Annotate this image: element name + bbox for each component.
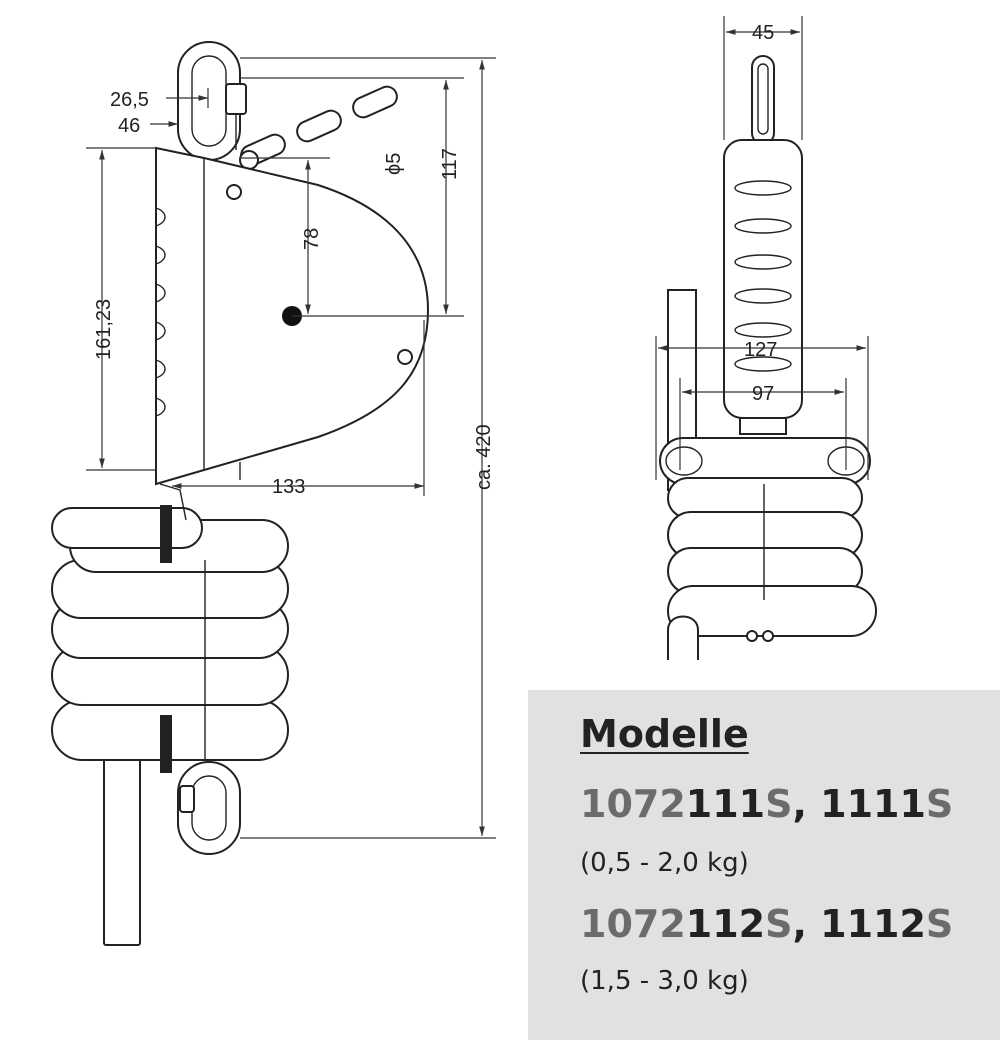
bottom-hook <box>177 761 241 855</box>
front-dimension-lines <box>655 16 869 480</box>
dim-label-127: 127 <box>744 339 777 361</box>
coiled-hose <box>51 483 289 946</box>
dim-label-133: 133 <box>272 476 305 498</box>
dim-label-ca-420: ca. 420 <box>473 424 495 490</box>
model-suffix: S <box>765 782 793 826</box>
dim-label-26-5: 26,5 <box>110 89 149 111</box>
dim-label-117: 117 <box>439 148 461 180</box>
safety-chain <box>239 85 398 170</box>
dim-label-46: 46 <box>118 115 140 137</box>
model-number: 112 <box>685 902 766 946</box>
side-view: 26,5 46 161,23 78 117 ϕ5 133 ca. 420 <box>51 41 496 946</box>
model-separator: , <box>792 782 821 826</box>
model-suffix-2: S <box>925 902 954 946</box>
model-suffix-2: S <box>925 782 954 826</box>
dim-label-78: 78 <box>301 228 323 250</box>
model-weight-2: (1,5 - 3,0 kg) <box>580 966 749 996</box>
top-hook <box>177 41 247 161</box>
dim-label-161-23: 161,23 <box>93 299 115 360</box>
side-dimension-lines <box>86 57 496 839</box>
model-separator: , <box>792 902 821 946</box>
model-number-2: 1111 <box>820 782 926 826</box>
dim-label-45: 45 <box>752 22 774 44</box>
model-prefix: 1072 <box>580 902 686 946</box>
model-line-2: 1072112S, 1112S <box>580 902 953 946</box>
model-weight-1: (0,5 - 2,0 kg) <box>580 848 749 878</box>
model-suffix: S <box>765 902 793 946</box>
dim-label-phi5: ϕ5 <box>383 153 405 175</box>
model-number: 111 <box>685 782 766 826</box>
front-view: 45 127 97 <box>655 16 877 660</box>
front-hook <box>751 55 775 145</box>
front-hose <box>659 437 877 660</box>
model-number-2: 1112 <box>820 902 926 946</box>
dim-label-97: 97 <box>752 383 774 405</box>
models-title: Modelle <box>580 712 749 756</box>
model-line-1: 1072111S, 1111S <box>580 782 953 826</box>
model-prefix: 1072 <box>580 782 686 826</box>
models-panel: Modelle 1072111S, 1111S (0,5 - 2,0 kg) 1… <box>528 690 1000 1040</box>
